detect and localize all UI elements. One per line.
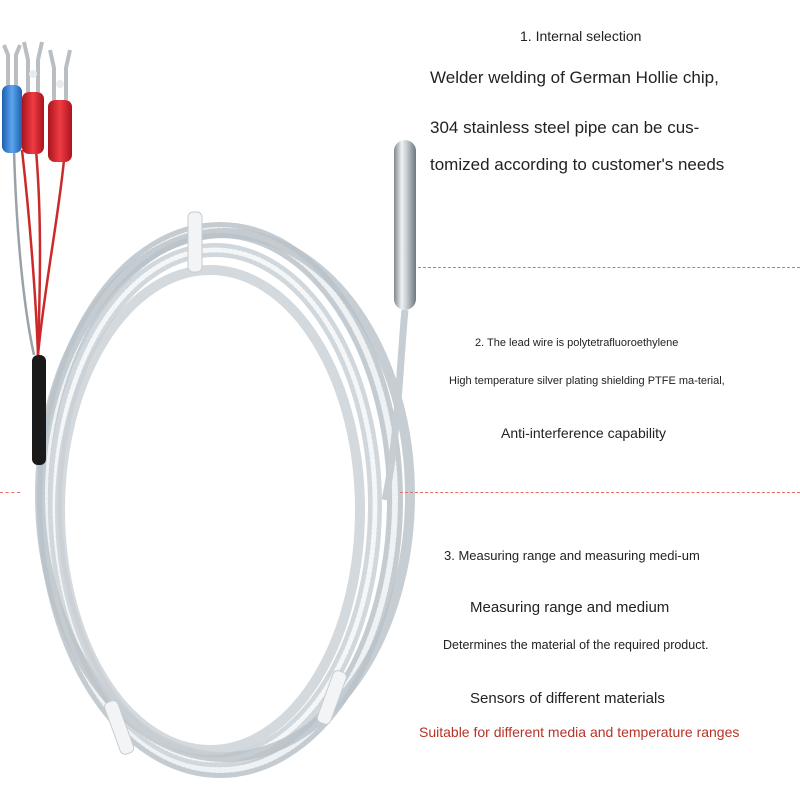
- section1-line3: tomized according to customer's needs: [430, 155, 725, 174]
- section1-line1: Welder welding of German Hollie chip,: [430, 68, 719, 87]
- cable-tie: [104, 700, 135, 755]
- section2-capability: Anti-interference capability: [501, 425, 666, 441]
- section3-note: Suitable for different media and tempera…: [419, 724, 740, 740]
- section3-subtitle: Measuring range and medium: [470, 599, 670, 616]
- spade-terminal-blue: [2, 44, 22, 153]
- section-divider: [400, 492, 800, 493]
- section3-title: 3. Measuring range and measuring medi-um: [444, 548, 700, 563]
- section-divider: [0, 492, 20, 493]
- cable-coil: [35, 222, 415, 778]
- section1-title: 1. Internal selection: [520, 28, 642, 44]
- cable-tie: [316, 670, 347, 725]
- section2-title: 2. The lead wire is polytetrafluoroethyl…: [475, 337, 679, 349]
- lead-wires: [12, 149, 66, 356]
- section-divider: [418, 267, 800, 268]
- stainless-probe: [394, 140, 416, 310]
- probe-lead-wire: [381, 309, 409, 501]
- section3-body: Determines the material of the required …: [443, 638, 709, 652]
- section1-line2: 304 stainless steel pipe can be cus-: [430, 118, 700, 137]
- section2-body: High temperature silver plating shieldin…: [449, 375, 725, 387]
- section3-sensors: Sensors of different materials: [470, 690, 665, 707]
- spade-terminal-red-1: [22, 41, 44, 154]
- heat-shrink-sleeve: [32, 355, 46, 465]
- spade-terminal-red-2: [48, 49, 72, 162]
- cable-tie: [187, 211, 203, 273]
